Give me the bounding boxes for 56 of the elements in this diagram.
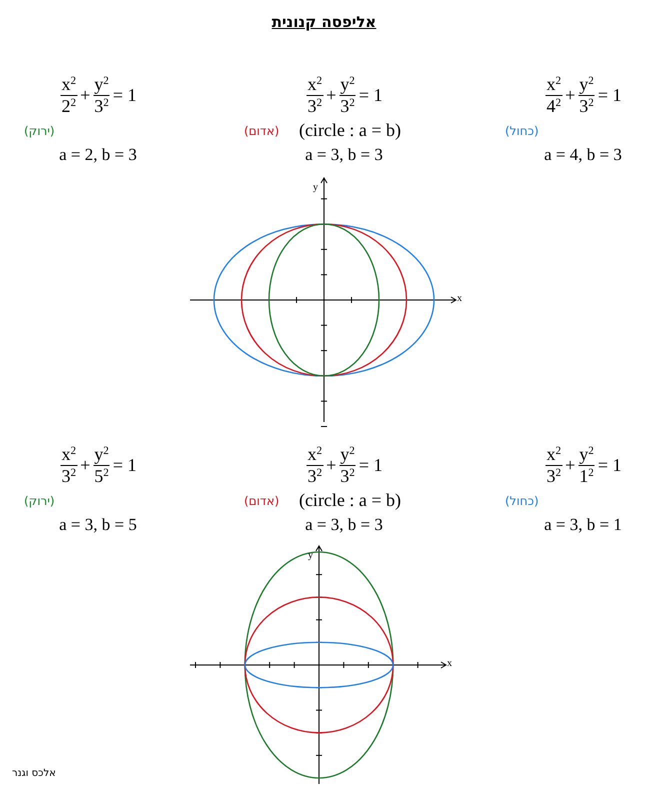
parameter-values: a = 3, b = 5	[59, 516, 137, 535]
numerator: x$^{2}$	[546, 444, 562, 465]
circle-note: (circle : a = b)	[298, 121, 402, 141]
color-note: (ירוק)	[24, 495, 55, 508]
axis-label: x	[447, 658, 452, 669]
denominator: 3$^{2}$	[306, 94, 324, 116]
numerator: y$^{2}$	[93, 74, 110, 95]
axis-label: y	[313, 182, 318, 193]
color-note: (אדום)	[244, 125, 280, 138]
axis-label: x	[457, 293, 462, 304]
numerator: y$^{2}$	[339, 74, 356, 95]
denominator: 4$^{2}$	[546, 94, 562, 116]
plus-sign: +	[80, 84, 90, 106]
title: אליפסה קנונית	[272, 14, 376, 30]
equation-right-side: = 1	[112, 84, 136, 106]
parameter-values: a = 3, b = 3	[305, 146, 383, 165]
color-note: (כחול)	[505, 495, 539, 508]
denominator: 3$^{2}$	[339, 464, 356, 486]
denominator: 3$^{2}$	[60, 464, 78, 486]
equation-right-side: = 1	[112, 454, 136, 476]
denominator: 3$^{2}$	[306, 464, 324, 486]
numerator: y$^{2}$	[339, 444, 356, 465]
denominator: 1$^{2}$	[578, 464, 595, 486]
color-note: (ירוק)	[24, 125, 55, 138]
numerator: y$^{2}$	[93, 444, 110, 465]
plus-sign: +	[326, 84, 336, 106]
equation-right-side: = 1	[358, 454, 382, 476]
numerator: x$^{2}$	[306, 444, 324, 465]
color-note: (אדום)	[244, 495, 280, 508]
denominator: 3$^{2}$	[339, 94, 356, 116]
axis-label: y	[308, 550, 313, 561]
numerator: x$^{2}$	[306, 74, 324, 95]
denominator: 3$^{2}$	[93, 94, 110, 116]
parameter-values: a = 3, b = 3	[305, 516, 383, 535]
parameter-values: a = 2, b = 3	[59, 146, 137, 165]
plus-sign: +	[565, 84, 576, 106]
denominator: 5$^{2}$	[93, 464, 110, 486]
color-note: (כחול)	[505, 125, 539, 138]
numerator: x$^{2}$	[546, 74, 562, 95]
circle-note: (circle : a = b)	[298, 491, 402, 511]
numerator: x$^{2}$	[60, 74, 78, 95]
plus-sign: +	[326, 454, 336, 476]
denominator: 2$^{2}$	[60, 94, 78, 116]
plus-sign: +	[565, 454, 576, 476]
equation-right-side: = 1	[598, 454, 622, 476]
equation-right-side: = 1	[598, 84, 622, 106]
numerator: y$^{2}$	[578, 444, 595, 465]
numerator: y$^{2}$	[578, 74, 595, 95]
parameter-values: a = 3, b = 1	[544, 516, 622, 535]
denominator: 3$^{2}$	[546, 464, 562, 486]
plus-sign: +	[80, 454, 90, 476]
author-note: אלכס וגנר	[12, 768, 56, 779]
numerator: x$^{2}$	[60, 444, 78, 465]
denominator: 3$^{2}$	[578, 94, 595, 116]
equation-right-side: = 1	[358, 84, 382, 106]
parameter-values: a = 4, b = 3	[544, 146, 622, 165]
